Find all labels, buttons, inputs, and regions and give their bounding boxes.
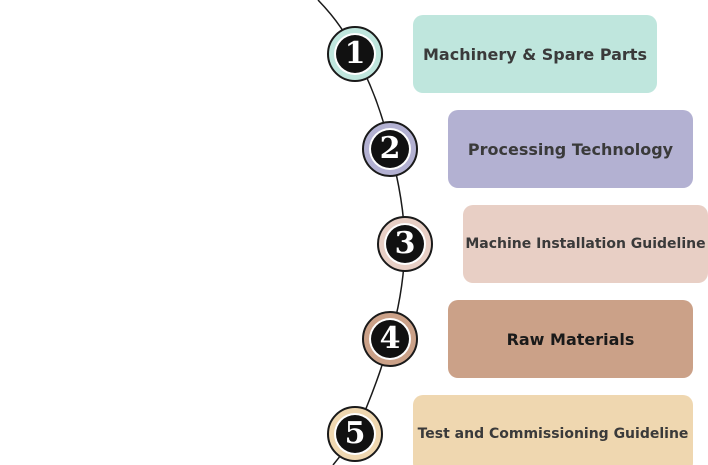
step-2-card: Processing Technology bbox=[448, 110, 693, 188]
step-5-label: Test and Commissioning Guideline bbox=[417, 426, 689, 442]
step-2-number: 2 bbox=[371, 130, 409, 168]
step-1-label: Machinery & Spare Parts bbox=[423, 44, 647, 64]
step-5-number: 5 bbox=[336, 415, 374, 453]
step-1-card: Machinery & Spare Parts bbox=[413, 15, 657, 93]
step-2-badge: 2 bbox=[362, 121, 418, 177]
step-3-badge: 3 bbox=[377, 216, 433, 272]
step-3-card: Machine Installation Guideline bbox=[463, 205, 708, 283]
step-4-badge: 4 bbox=[362, 311, 418, 367]
step-5-badge: 5 bbox=[327, 406, 383, 462]
step-4-card: Raw Materials bbox=[448, 300, 693, 378]
step-3-number: 3 bbox=[386, 225, 424, 263]
step-1-number: 1 bbox=[336, 35, 374, 73]
step-4-number: 4 bbox=[371, 320, 409, 358]
step-2-label: Processing Technology bbox=[467, 139, 674, 159]
step-3-label: Machine Installation Guideline bbox=[465, 236, 706, 252]
step-1-badge: 1 bbox=[327, 26, 383, 82]
step-4-label: Raw Materials bbox=[506, 329, 635, 349]
step-5-card: Test and Commissioning Guideline bbox=[413, 395, 693, 465]
